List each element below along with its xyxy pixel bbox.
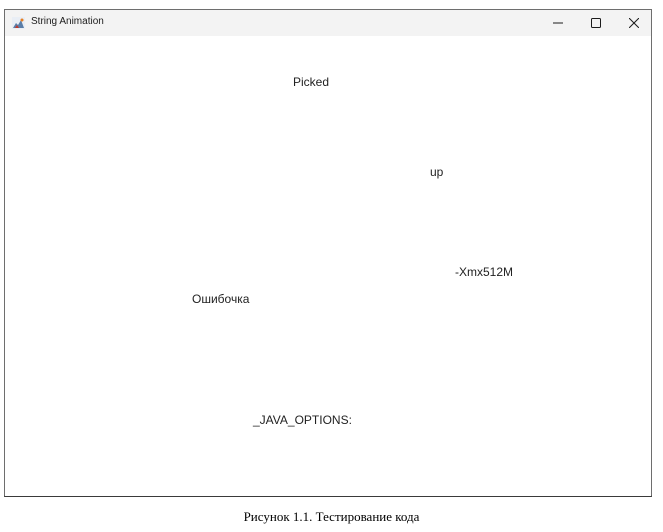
animated-string: Picked [293, 75, 330, 89]
title-bar[interactable]: String Animation [5, 10, 651, 36]
minimize-icon [553, 22, 563, 24]
animation-canvas: Picked up -Xmx512M Ошибочка _JAVA_OPTION… [5, 36, 651, 496]
maximize-icon [591, 18, 601, 28]
maximize-button[interactable] [577, 10, 615, 36]
animated-string: up [430, 165, 444, 179]
figure-caption: Рисунок 1.1. Тестирование кода [243, 509, 420, 524]
minimize-button[interactable] [539, 10, 577, 36]
close-icon [629, 18, 639, 28]
animated-string: Ошибочка [192, 292, 250, 306]
app-window: String Animation Picked up -Xm [4, 9, 652, 497]
close-button[interactable] [615, 10, 653, 36]
window-title: String Animation [31, 16, 104, 27]
animated-string: -Xmx512M [455, 265, 514, 279]
animated-string: _JAVA_OPTIONS: [253, 413, 352, 427]
java-app-icon [12, 17, 25, 29]
